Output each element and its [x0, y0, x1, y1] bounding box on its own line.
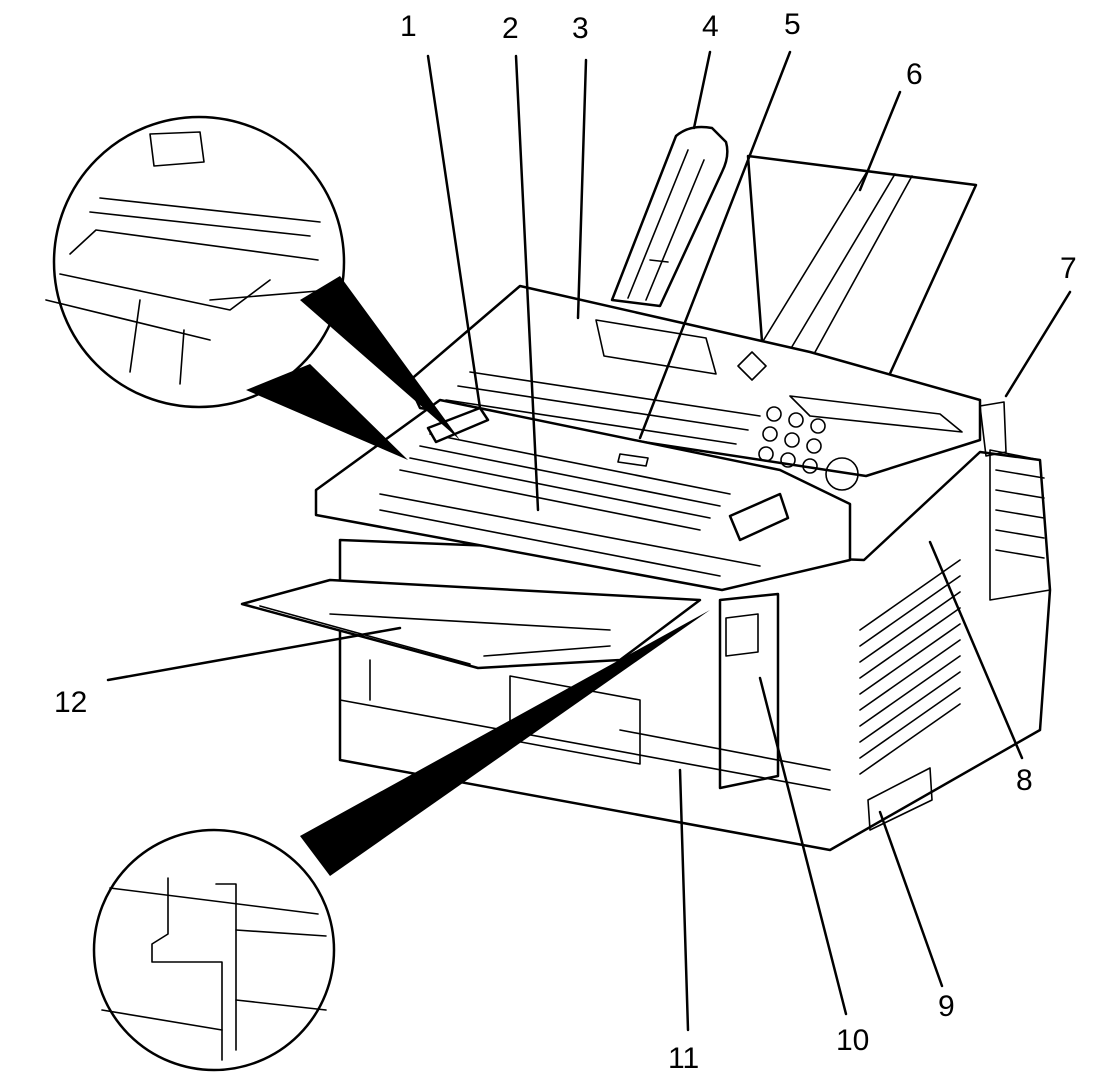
- callout-6: 6: [906, 58, 923, 91]
- callout-9: 9: [938, 990, 955, 1023]
- leader-9: [878, 810, 944, 988]
- leader-6: [858, 90, 902, 192]
- inset-tray-detail: [45, 115, 346, 409]
- leader-lines: [106, 50, 1072, 1032]
- inset-pointer-1b: [300, 276, 460, 440]
- document-tray: [314, 398, 852, 592]
- callout-12: 12: [54, 686, 87, 719]
- callout-3: 3: [572, 12, 589, 45]
- handset: [610, 125, 729, 308]
- callout-2: 2: [502, 12, 519, 45]
- fax-machine-illustration: [240, 125, 1052, 852]
- callout-labels: 1 2 3 4 5 6 7 8 9 10 11 12: [54, 8, 1077, 1075]
- inset-latch-detail: [92, 828, 336, 1072]
- operation-panel: [406, 284, 982, 491]
- callout-1: 1: [400, 10, 417, 43]
- leader-11: [678, 768, 690, 1032]
- leader-8: [928, 540, 1024, 760]
- callout-4: 4: [702, 10, 719, 43]
- leader-2: [514, 54, 540, 512]
- leader-10: [758, 676, 848, 1016]
- inset-pointer-2: [300, 610, 710, 876]
- leader-1: [426, 54, 482, 410]
- callout-10: 10: [836, 1024, 869, 1057]
- rear-connector: [979, 401, 1007, 457]
- leader-5: [638, 50, 792, 440]
- inset-pointer-1a: [246, 364, 408, 460]
- callout-8: 8: [1016, 764, 1033, 797]
- callout-7: 7: [1060, 252, 1077, 285]
- leader-12: [106, 626, 402, 682]
- leader-3: [576, 58, 588, 320]
- callout-11: 11: [668, 1042, 699, 1075]
- leader-4: [692, 50, 712, 130]
- leader-7: [1004, 290, 1072, 398]
- callout-5: 5: [784, 8, 801, 41]
